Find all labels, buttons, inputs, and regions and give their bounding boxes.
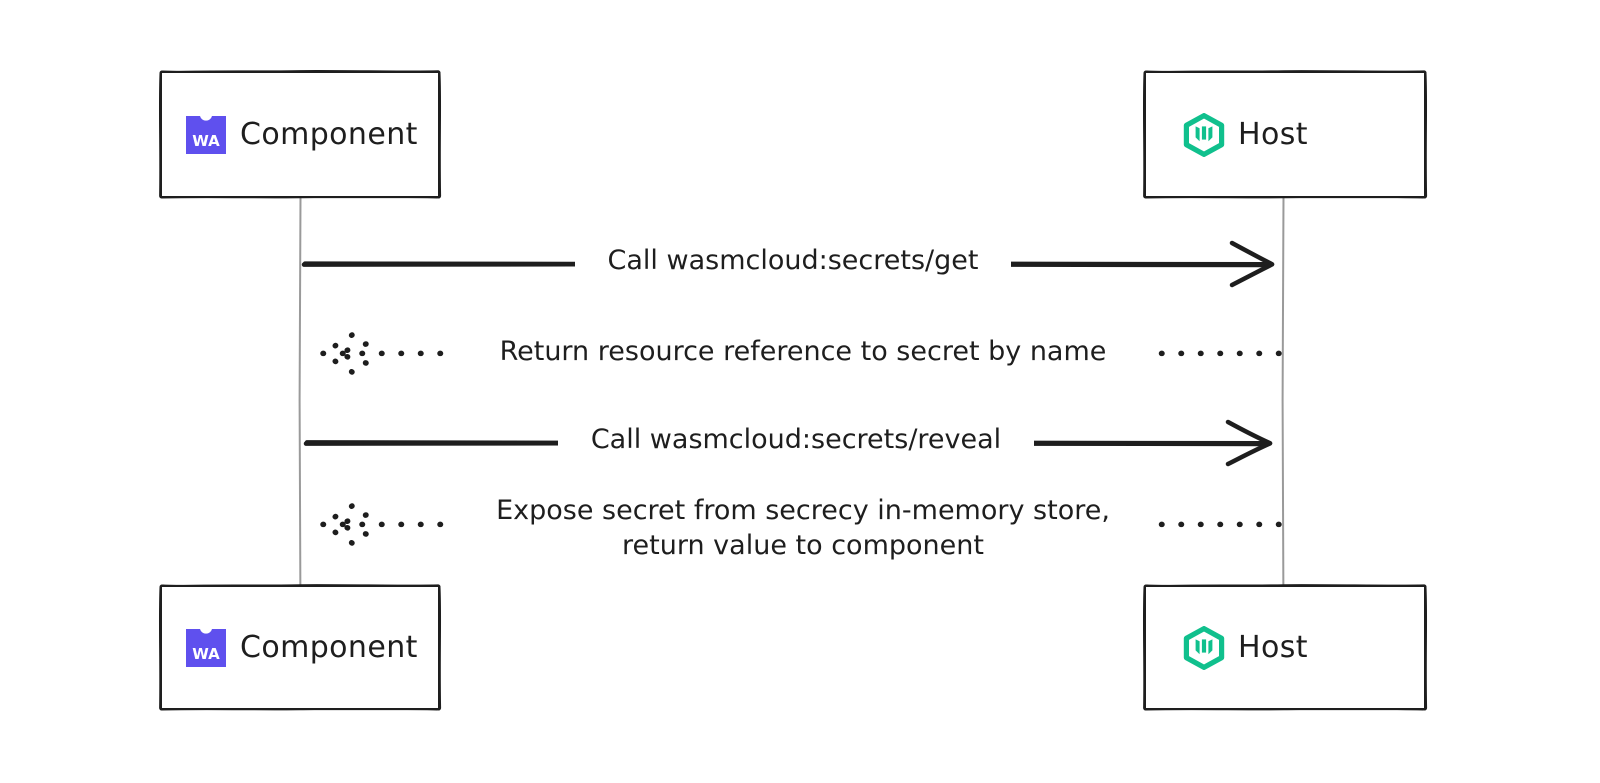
message-label-4: Expose secret from secrecy in-memory sto… [450, 494, 1156, 564]
participant-host-bottom[interactable]: Host [1146, 587, 1424, 708]
svg-text:WA: WA [192, 132, 220, 150]
lifeline-host [1281, 195, 1285, 597]
participant-label-host: Host [1238, 630, 1308, 665]
lifeline-component [298, 195, 302, 597]
participant-label-component: Component [240, 117, 418, 152]
wasmcloud-hexagon-icon [1182, 112, 1226, 157]
message-label-1: Call wasmcloud:secrets/get [575, 245, 1011, 278]
message-label-3: Call wasmcloud:secrets/reveal [558, 424, 1034, 457]
wasmcloud-hexagon-icon [1182, 625, 1226, 670]
webassembly-icon: WA [184, 113, 228, 157]
svg-text:WA: WA [192, 645, 220, 663]
participant-component-bottom[interactable]: WA Component [162, 587, 438, 708]
webassembly-icon: WA [184, 626, 228, 670]
participant-label-host: Host [1238, 117, 1308, 152]
participant-component-top[interactable]: WA Component [162, 73, 438, 196]
message-label-2: Return resource reference to secret by n… [450, 336, 1156, 369]
participant-label-component: Component [240, 630, 418, 665]
participant-host-top[interactable]: Host [1146, 73, 1424, 196]
